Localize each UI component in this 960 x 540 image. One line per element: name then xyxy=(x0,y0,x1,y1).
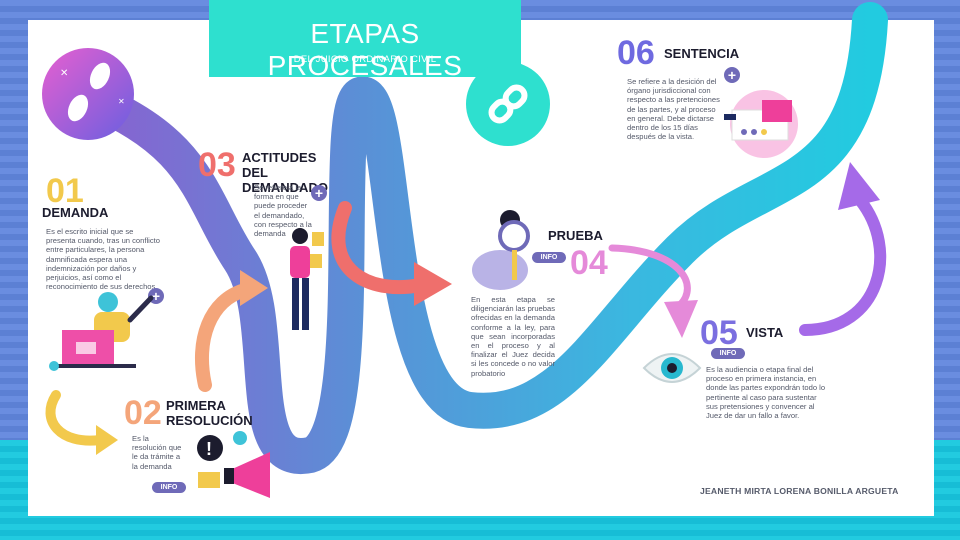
stage-02-desc: Es la resolución que le da trámite a la … xyxy=(132,434,182,471)
title-box: ETAPAS PROCESALES DEL JUICIO ORDINARIO C… xyxy=(209,0,521,81)
arrow-03-04 xyxy=(331,201,427,295)
stage-03-title: ACTITUDES DEL DEMANDADO xyxy=(242,150,328,195)
stage-02-number: 02 xyxy=(124,394,162,432)
arrow-02-03-head xyxy=(240,270,268,306)
stage-06-title: SENTENCIA xyxy=(664,46,740,61)
stage-01-number: 01 xyxy=(46,172,84,210)
arrow-04-05 xyxy=(608,244,691,309)
arrow-01-02-head xyxy=(96,425,118,455)
svg-text:!: ! xyxy=(206,439,212,459)
stage-02-info-button[interactable]: INFO xyxy=(152,482,186,493)
eye-icon xyxy=(642,353,702,383)
stage-06-desc: Se refiere a la desición del órgano juri… xyxy=(627,77,720,142)
author-credit: JEANETH MIRTA LORENA BONILLA ARGUETA xyxy=(700,486,899,496)
arrow-05-06 xyxy=(799,194,887,336)
page-title: ETAPAS PROCESALES xyxy=(267,18,463,81)
stage-03-plus-button[interactable]: + xyxy=(311,185,327,201)
arrow-02-03 xyxy=(195,283,252,392)
page-subtitle: DEL JUICIO ORDINARIO CIVIL xyxy=(293,54,437,65)
magnifier-icon xyxy=(472,210,530,290)
stage-05-number: 05 xyxy=(700,314,738,352)
stage-01-title: DEMANDA xyxy=(42,205,109,220)
stage-06-plus-button[interactable]: + xyxy=(724,67,740,83)
svg-text:✕: ✕ xyxy=(60,68,68,79)
arrow-01-02 xyxy=(45,390,105,446)
stage-04-desc: En esta etapa se diligenciarán las prueb… xyxy=(471,295,556,378)
arrow-04-05-head xyxy=(664,300,698,338)
stage-03-number: 03 xyxy=(198,146,236,184)
footprints-icon: ✕ ✕ xyxy=(42,48,134,140)
stage-05-title: VISTA xyxy=(746,325,784,340)
laptop-person-illustration xyxy=(49,292,154,371)
standing-person-illustration xyxy=(290,228,324,330)
arrow-05-06-head xyxy=(838,162,880,210)
stage-05-info-button[interactable]: INFO xyxy=(711,348,745,359)
stage-01-desc: Es el escrito inicial que se presenta cu… xyxy=(46,227,160,292)
arrow-03-04-head xyxy=(414,262,452,306)
svg-text:✕: ✕ xyxy=(118,97,125,106)
stage-04-number: 04 xyxy=(570,244,608,282)
stage-02-title: PRIMERA RESOLUCIÓN xyxy=(166,398,253,428)
megaphone-icon: ! xyxy=(197,431,270,498)
stage-04-title: PRUEBA xyxy=(548,228,603,243)
stage-05-desc: Es la audiencia o etapa final del proces… xyxy=(706,365,826,421)
link-icon xyxy=(466,62,550,146)
stage-06-number: 06 xyxy=(617,34,655,72)
browser-window-icon xyxy=(724,90,798,158)
stage-04-info-button[interactable]: INFO xyxy=(532,252,566,263)
stage-03-desc: Se refiere a la forma en que puede proce… xyxy=(254,183,312,239)
